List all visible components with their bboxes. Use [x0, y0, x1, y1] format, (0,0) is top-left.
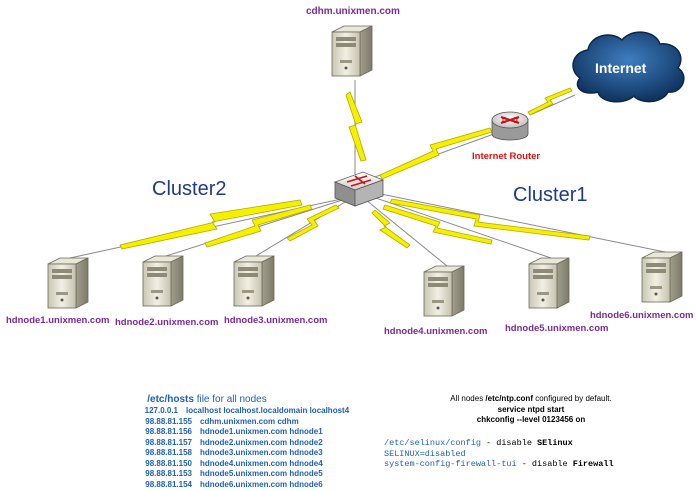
cluster2-label: Cluster2 [152, 178, 227, 200]
cluster1-label: Cluster1 [513, 184, 588, 206]
hosts-file-path: /etc/hosts [147, 394, 194, 405]
hosts-entry-ip: 98.88.81.150 [145, 458, 192, 468]
selinux-line-1-mid: - disable [480, 438, 538, 448]
hosts-entry-names: hdnode4.unixmen.com hdnode4 [200, 458, 323, 468]
link-hdnode2 [165, 195, 356, 257]
link-hdnode6 [375, 192, 666, 253]
router-label: Internet Router [472, 151, 541, 162]
lightning-hdnode6 [389, 198, 591, 241]
hosts-entry-ip: 127.0.0.1 [144, 406, 178, 415]
hdnode4-label: hdnode4.unixmen.com [384, 326, 488, 337]
hdnode3-server-icon [233, 255, 275, 307]
servers [47, 25, 683, 317]
selinux-line-1-bold: SElinux [537, 438, 573, 448]
hosts-entry: 98.88.81.155 cdhm.unixmen.com cdhm [112, 417, 302, 428]
hdnode5-server-icon [528, 257, 570, 309]
hosts-entries: 127.0.0.1 localhost localhost.localdomain… [112, 406, 350, 491]
selinux-line-3-mid: - disable [516, 459, 573, 469]
hosts-entry-ip: 98.88.81.156 [145, 427, 192, 436]
hosts-entry-names: localhost localhost.localdomain localhos… [186, 406, 350, 415]
ntp-cmd-chkconfig: chkconfig --level 0123456 on [476, 415, 586, 424]
ntp-cmd-start: service ntpd start [497, 404, 565, 414]
switch-icon [333, 171, 385, 207]
ntp-block: All nodes /etc/ntp.conf configured by de… [396, 394, 666, 426]
hdnode4-server-icon [423, 265, 465, 317]
lightning-hdnode1 [119, 199, 303, 250]
hosts-entry-names: hdnode2.unixmen.com hdnode2 [200, 437, 323, 447]
hosts-entry-ip: 98.88.81.155 [145, 416, 192, 426]
hosts-file-block: /etc/hosts file for all nodes 127.0.0.1 l… [112, 394, 350, 491]
ntp-line: All nodes /etc/ntp.conf configured by de… [396, 394, 666, 405]
selinux-line-3-bold: Firewall [572, 459, 614, 469]
hdnode3-label: hdnode3.unixmen.com [224, 315, 328, 326]
hosts-entry-ip: 98.88.81.153 [145, 469, 192, 478]
hosts-entry-names: hdnode6.unixmen.com hdnode6 [200, 479, 323, 489]
lightning-hdnode3 [286, 204, 340, 242]
internet-cloud [572, 31, 685, 103]
hosts-entry-ip: 98.88.81.157 [145, 437, 192, 447]
hdnode2-label: hdnode2.unixmen.com [115, 317, 219, 328]
hosts-file-title-rest: file for all nodes [193, 394, 267, 405]
hosts-entry: 98.88.81.158 hdnode3.unixmen.com hdnode3 [112, 448, 322, 459]
hosts-entry-names: hdnode5.unixmen.com hdnode5 [200, 469, 323, 478]
hosts-entry: 98.88.81.157 hdnode2.unixmen.com hdnode2 [112, 437, 322, 449]
master-hostname: cdhm.unixmen.com [306, 6, 400, 17]
hdnode1-label: hdnode1.unixmen.com [6, 315, 110, 326]
hosts-entry: 98.88.81.156 hdnode1.unixmen.com hdnode1 [112, 427, 322, 438]
hosts-entry-names: cdhm.unixmen.com cdhm [200, 416, 299, 426]
hosts-file-title: /etc/hosts file for all nodes [112, 394, 302, 406]
lightning-hdnode2 [204, 204, 313, 248]
lightning-bolts [119, 87, 591, 250]
ntp-file: /etc/ntp.conf [485, 394, 533, 403]
selinux-config-path: /etc/selinux/config [384, 438, 481, 448]
firewall-tui-cmd: system-config-firewall-tui [384, 459, 517, 469]
hosts-entry-ip: 98.88.81.158 [145, 448, 192, 457]
hdnode6-server-icon [641, 251, 683, 303]
hosts-entry: 98.88.81.150 hdnode4.unixmen.com hdnode4 [112, 458, 322, 470]
selinux-disabled-setting: SELINUX=disabled [384, 448, 466, 459]
hdnode6-label: hdnode6.unixmen.com [590, 310, 694, 321]
hdnode5-label: hdnode5.unixmen.com [505, 323, 609, 334]
hdnode2-server-icon [142, 255, 184, 307]
hosts-entry-names: hdnode3.unixmen.com hdnode3 [200, 448, 323, 457]
hosts-entry: 98.88.81.154 hdnode6.unixmen.com hdnode6 [112, 479, 322, 491]
link-hdnode5 [369, 195, 552, 259]
hosts-entry: 127.0.0.1 localhost localhost.localdomain… [112, 406, 350, 417]
hosts-entry: 98.88.81.153 hdnode5.unixmen.com hdnode5 [112, 469, 322, 480]
lightning-internet [527, 87, 573, 116]
lightning-hdnode5 [382, 204, 493, 245]
cloud-shape [572, 31, 685, 103]
lightning-master [345, 91, 367, 162]
selinux-line-2: SELINUX=disabled [384, 449, 614, 460]
hdnode1-server-icon [47, 257, 89, 309]
selinux-line-3: system-config-firewall-tui - disable Fir… [384, 459, 614, 470]
link-hdnode4 [365, 199, 448, 267]
link-hdnode3 [255, 195, 356, 257]
router-icon [491, 111, 529, 141]
ntp-prefix: All nodes [450, 394, 486, 403]
hosts-entry-ip: 98.88.81.154 [145, 479, 192, 489]
master-server-icon [331, 25, 373, 77]
selinux-line-1: /etc/selinux/config - disable SElinux [384, 438, 614, 449]
hosts-entry-names: hdnode1.unixmen.com hdnode1 [200, 427, 323, 436]
internet-label: Internet [595, 60, 647, 76]
lightning-hdnode4 [371, 209, 411, 249]
ntp-suffix: configured by default. [532, 394, 612, 403]
